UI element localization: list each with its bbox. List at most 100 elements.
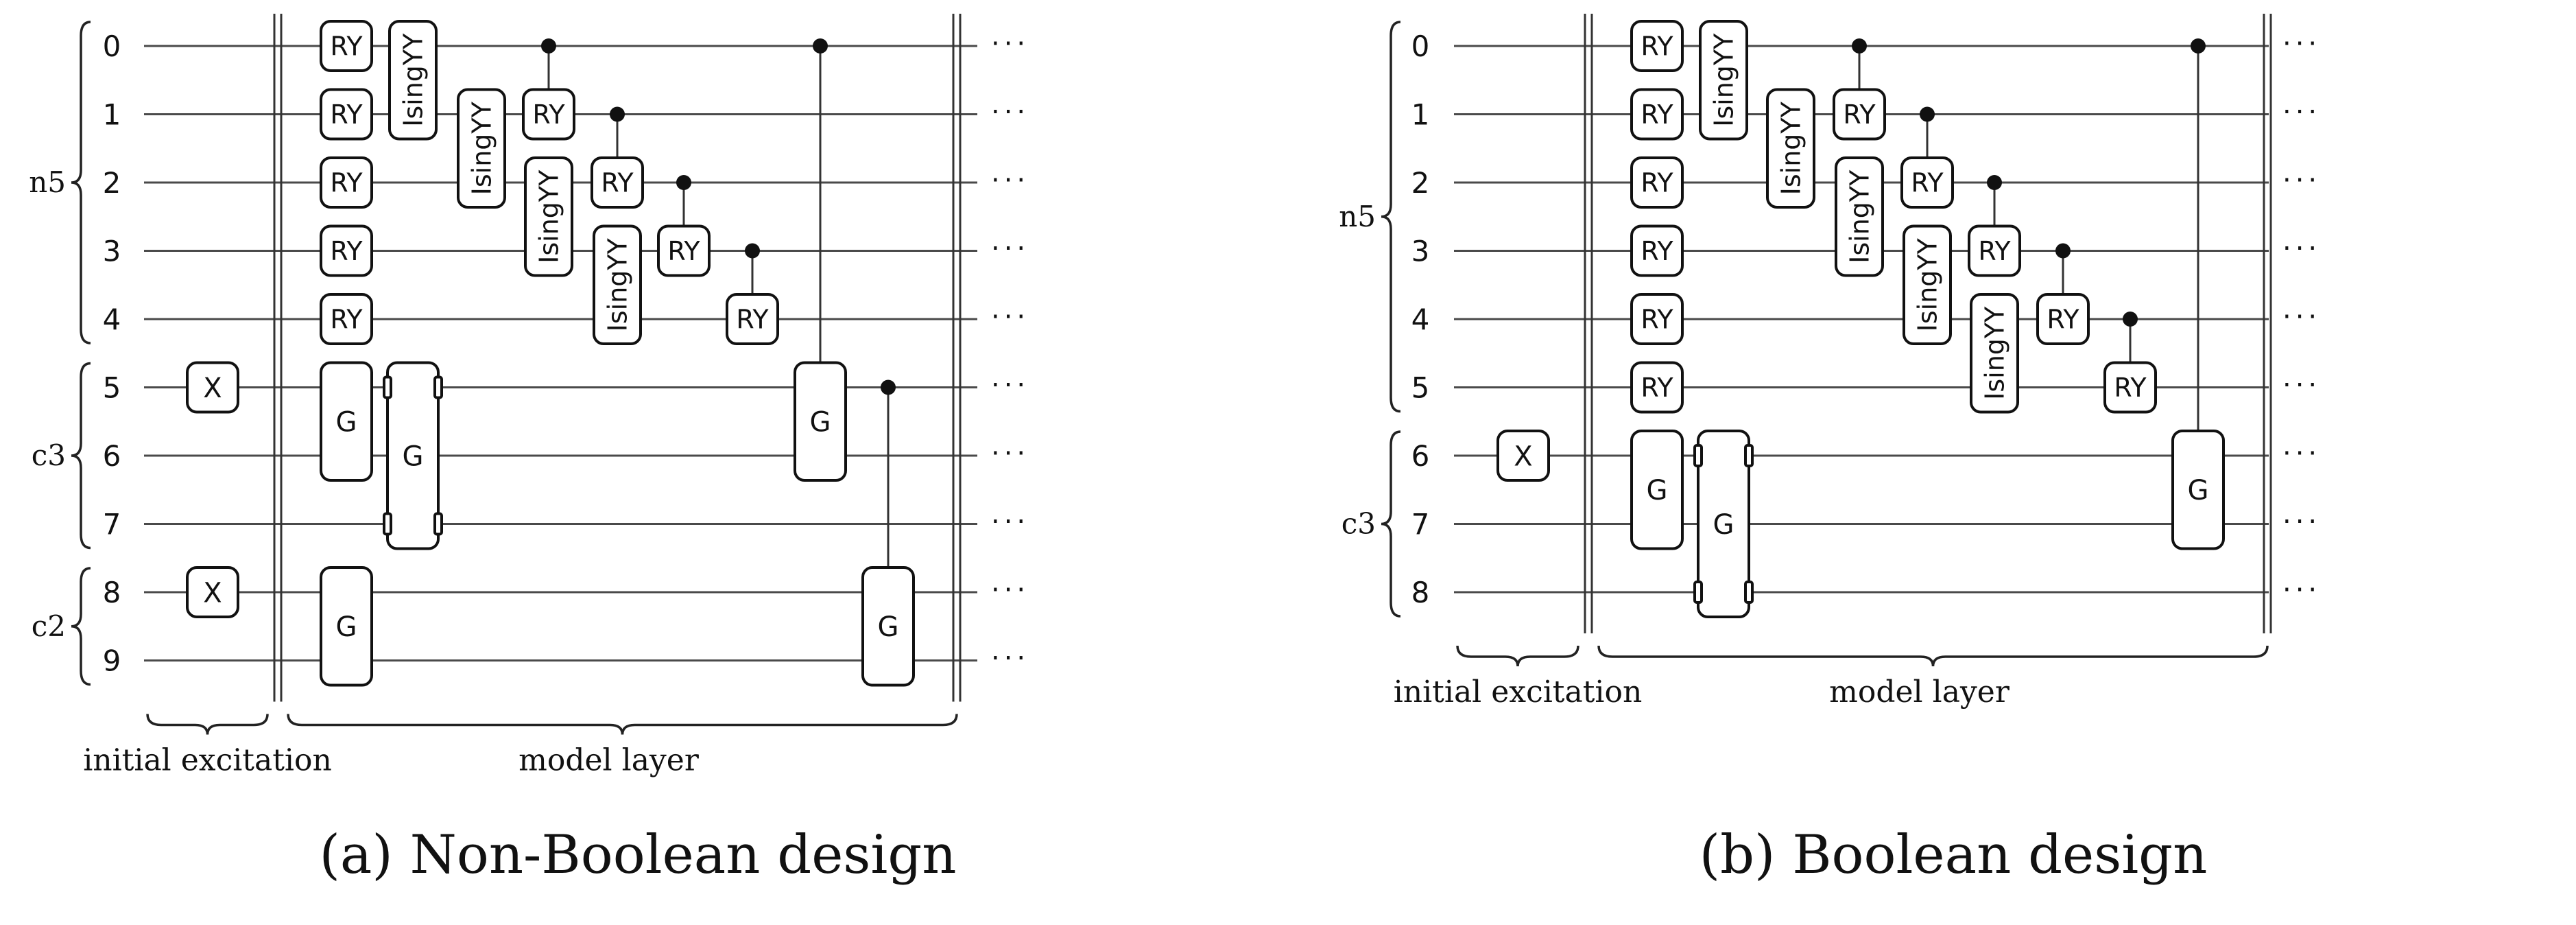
gate-g[interactable]: G xyxy=(383,361,443,550)
gate-ry[interactable]: RY xyxy=(726,293,779,345)
gate-isingyy[interactable]: IsingYY xyxy=(1766,88,1815,209)
gate-ry[interactable]: RY xyxy=(1630,156,1684,209)
gate-isingyy[interactable]: IsingYY xyxy=(593,224,642,345)
gate-box xyxy=(320,361,373,482)
gate-ry[interactable]: RY xyxy=(320,156,373,209)
gate-box xyxy=(457,88,506,209)
gate-box xyxy=(2036,293,2090,345)
gate-isingyy[interactable]: IsingYY xyxy=(1835,156,1884,277)
gate-box xyxy=(1900,156,1954,209)
wire-index-label: 1 xyxy=(1411,98,1430,132)
gate-box xyxy=(1699,20,1748,141)
gate-isingyy[interactable]: IsingYY xyxy=(457,88,506,209)
gate-ry[interactable]: RY xyxy=(522,88,575,141)
gate-ry[interactable]: RY xyxy=(320,88,373,141)
gate-label: RY xyxy=(1641,99,1673,130)
gate-ry[interactable]: RY xyxy=(1630,88,1684,141)
wire-index-label: 4 xyxy=(1411,303,1430,336)
gate-x[interactable]: X xyxy=(186,361,239,414)
gate-g[interactable]: G xyxy=(2171,430,2225,550)
gate-port xyxy=(1744,444,1754,467)
gate-g[interactable]: G xyxy=(1630,430,1684,550)
gate-box xyxy=(320,566,373,687)
register-brace xyxy=(1381,21,1401,413)
register-label: c3 xyxy=(32,438,66,472)
model-layer-label: model layer xyxy=(518,743,700,778)
gate-label: G xyxy=(336,611,357,643)
continuation-dots: ··· xyxy=(991,165,1029,196)
gate-g[interactable]: G xyxy=(1693,430,1754,618)
gate-box xyxy=(386,361,440,550)
model-layer-brace xyxy=(287,714,958,735)
gate-label: X xyxy=(203,373,222,404)
gate-ry[interactable]: RY xyxy=(1833,88,1886,141)
gate-box xyxy=(1766,88,1815,209)
gate-port xyxy=(1693,581,1703,604)
control-dot xyxy=(1987,175,2002,190)
continuation-dots: ··· xyxy=(2282,506,2321,538)
wire-index-label: 7 xyxy=(103,508,121,541)
gate-box xyxy=(388,20,438,141)
gate-ry[interactable]: RY xyxy=(1630,361,1684,414)
gate-ry[interactable]: RY xyxy=(1630,293,1684,345)
panel-non-boolean: 0···1···2···3···4···5···6···7···8···9···… xyxy=(29,14,1029,886)
gate-x[interactable]: X xyxy=(186,566,239,618)
gate-ry[interactable]: RY xyxy=(320,293,373,345)
register-label: n5 xyxy=(1339,200,1376,233)
gate-ry[interactable]: RY xyxy=(320,224,373,277)
gate-port xyxy=(383,512,392,536)
gate-g[interactable]: G xyxy=(794,361,847,482)
panel-caption: (a) Non-Boolean design xyxy=(319,824,956,886)
gate-label: IsingYY xyxy=(398,33,429,127)
gate-ry[interactable]: RY xyxy=(1630,20,1684,72)
gate-isingyy[interactable]: IsingYY xyxy=(388,20,438,141)
gate-label: IsingYY xyxy=(1709,33,1739,127)
gate-label: IsingYY xyxy=(534,169,564,264)
gate-ry[interactable]: RY xyxy=(2103,361,2157,414)
gate-label: RY xyxy=(1641,236,1673,266)
gate-isingyy[interactable]: IsingYY xyxy=(1903,224,1952,345)
gate-ry[interactable]: RY xyxy=(2036,293,2090,345)
gate-isingyy[interactable]: IsingYY xyxy=(524,156,573,277)
wire-index-label: 7 xyxy=(1411,508,1430,541)
gate-label: G xyxy=(810,407,831,438)
gate-ry[interactable]: RY xyxy=(1900,156,1954,209)
gate-box xyxy=(186,361,239,414)
gate-box xyxy=(1630,430,1684,550)
gate-x[interactable]: X xyxy=(1496,430,1550,482)
wire-index-label: 1 xyxy=(103,98,121,132)
gate-box xyxy=(794,361,847,482)
gate-label: G xyxy=(1647,475,1668,506)
gate-ry[interactable]: RY xyxy=(657,224,711,277)
gate-box xyxy=(2171,430,2225,550)
gate-label: G xyxy=(336,407,357,438)
gate-ry[interactable]: RY xyxy=(320,20,373,72)
gate-label: RY xyxy=(1911,168,1944,198)
register-label: n5 xyxy=(29,165,66,199)
gate-isingyy[interactable]: IsingYY xyxy=(1699,20,1748,141)
gate-ry[interactable]: RY xyxy=(1630,224,1684,277)
continuation-dots: ··· xyxy=(991,574,1029,606)
model-layer-brace xyxy=(1597,645,2269,667)
gate-port xyxy=(433,512,443,536)
gate-ry[interactable]: RY xyxy=(591,156,644,209)
gate-label: RY xyxy=(330,32,363,62)
gate-g[interactable]: G xyxy=(320,361,373,482)
gate-box xyxy=(1630,88,1684,141)
gate-g[interactable]: G xyxy=(861,566,915,687)
continuation-dots: ··· xyxy=(991,370,1029,401)
gate-g[interactable]: G xyxy=(320,566,373,687)
register-brace xyxy=(71,567,91,686)
gate-label: RY xyxy=(2114,373,2147,403)
gate-label: RY xyxy=(532,99,565,130)
gate-ry[interactable]: RY xyxy=(1968,224,2021,277)
continuation-dots: ··· xyxy=(2282,438,2321,469)
wire-index-label: 9 xyxy=(103,644,121,678)
control-dot xyxy=(2123,312,2138,327)
gate-isingyy[interactable]: IsingYY xyxy=(1970,293,2019,414)
gate-label: RY xyxy=(1641,168,1673,198)
gate-box xyxy=(186,566,239,618)
model-layer-label: model layer xyxy=(1829,675,2010,710)
wire-index-label: 8 xyxy=(103,576,121,609)
wire-index-label: 6 xyxy=(1411,439,1430,473)
